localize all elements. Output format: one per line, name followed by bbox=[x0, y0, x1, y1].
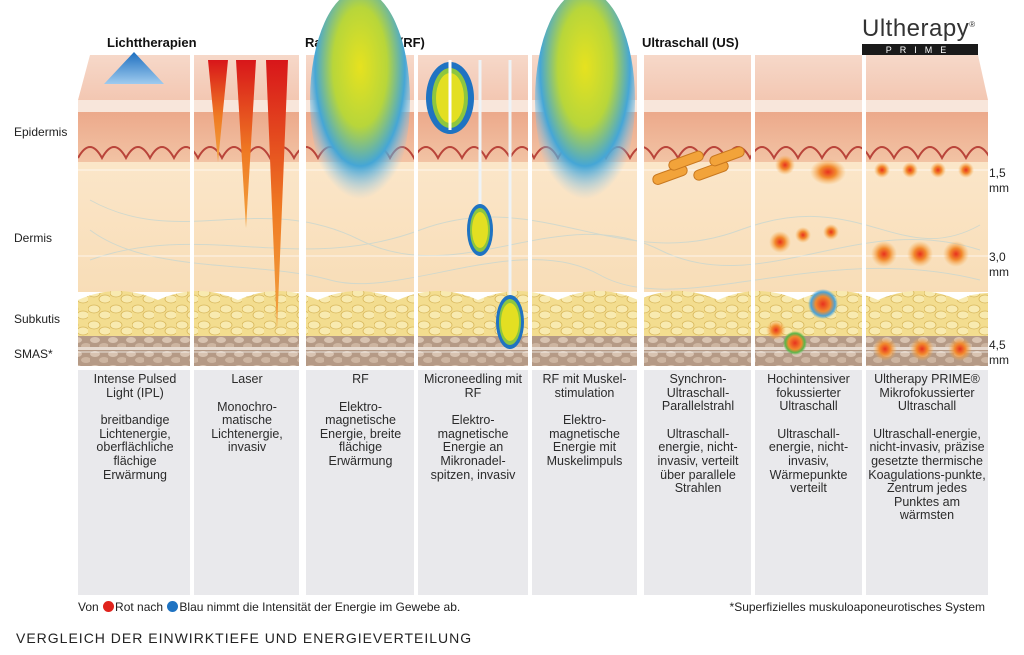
column-description: Ultraschall-energie, nicht-invasiv, präz… bbox=[868, 426, 986, 523]
group-title-light: Lichttherapien bbox=[107, 35, 197, 50]
column-description: Elektro-magnetische Energie, breite fläc… bbox=[319, 399, 402, 468]
layer-label-smas: SMAS* bbox=[14, 347, 53, 361]
hifu-heat-point bbox=[823, 224, 839, 240]
column-ultherapy-prime: Ultherapy PRIME® Mikrofokussierter Ultra… bbox=[867, 372, 987, 523]
column-hifu: Hochintensiver fokussierter Ultraschall … bbox=[756, 372, 861, 496]
collagen-fibres bbox=[89, 199, 981, 290]
hifu-heat-point bbox=[769, 231, 791, 253]
brand-name: Ultherapy bbox=[862, 15, 970, 42]
depth-unit: mm bbox=[989, 353, 1009, 367]
ultherapy-prime-logo: Ultherapy® PRIME bbox=[862, 12, 982, 56]
red-dot-icon bbox=[103, 601, 115, 612]
column-rf: RF Elektro-magnetische Energie, breite f… bbox=[308, 372, 413, 469]
dermal-papillae bbox=[77, 146, 991, 161]
depth-unit: mm bbox=[989, 265, 1009, 279]
depth-value: 3,0 bbox=[989, 250, 1006, 264]
parallel-ultrasound-beams bbox=[652, 146, 745, 185]
laser-beam-medium bbox=[236, 60, 256, 228]
ultherapy-coagulation-points bbox=[871, 162, 974, 361]
hifu-heat-point bbox=[810, 159, 846, 185]
depth-label-4-5: 4,5 mm bbox=[989, 338, 1009, 368]
layer-label-epidermis: Epidermis bbox=[14, 125, 68, 139]
column-name: Synchron-Ultraschall-Parallelstrahl bbox=[661, 372, 735, 414]
column-name: Ultherapy PRIME® Mikrofokussierter Ultra… bbox=[874, 372, 980, 414]
blue-dot-icon bbox=[167, 601, 179, 612]
hifu-heat-point bbox=[783, 331, 807, 355]
column-description: breitbandige Lichtenergie, oberflächlich… bbox=[96, 413, 174, 482]
rf-muscle-heating-zone bbox=[535, 0, 635, 210]
column-ipl: Intense Pulsed Light (IPL) breitbandige … bbox=[80, 372, 190, 482]
rf-broad-heating-zone bbox=[310, 0, 410, 210]
depth-unit: mm bbox=[989, 181, 1009, 195]
group-title-us: Ultraschall (US) bbox=[642, 35, 739, 50]
ipl-light-wedge bbox=[104, 52, 164, 84]
epidermis-layer bbox=[78, 112, 988, 162]
column-description: Elektro-magnetische Energie mit Muskelim… bbox=[546, 413, 623, 468]
brand-tm: ® bbox=[969, 20, 976, 29]
subcutis-layer bbox=[78, 291, 1018, 336]
column-rf-muscle: RF mit Muskel-stimulation Elektro-magnet… bbox=[533, 372, 636, 469]
skin-cross-section-diagram bbox=[77, 0, 1018, 595]
depth-value: 4,5 bbox=[989, 338, 1006, 352]
depth-value: 1,5 bbox=[989, 166, 1006, 180]
column-name: Laser bbox=[231, 372, 263, 386]
column-name: RF mit Muskel-stimulation bbox=[542, 372, 627, 400]
intensity-legend: Von Rot nach Blau nimmt die Intensität d… bbox=[78, 600, 460, 614]
column-description: Ultraschall-energie, nicht-invasiv, vert… bbox=[657, 426, 739, 496]
legend-blue-label: Blau nimmt die Intensität der Energie im… bbox=[179, 600, 461, 614]
hifu-heat-point bbox=[795, 227, 811, 243]
column-separators bbox=[190, 55, 866, 595]
column-name: RF bbox=[352, 372, 369, 386]
laser-beam-short bbox=[208, 60, 228, 162]
microneedle-with-rf bbox=[467, 60, 493, 256]
microneedle-with-rf bbox=[496, 60, 524, 349]
smas-layer bbox=[78, 336, 988, 366]
depth-label-1-5: 1,5 mm bbox=[989, 166, 1009, 196]
dermis-layer bbox=[78, 162, 988, 292]
column-name: Intense Pulsed Light (IPL) bbox=[93, 372, 177, 400]
layer-label-dermis: Dermis bbox=[14, 231, 52, 245]
hifu-heat-point bbox=[766, 320, 786, 340]
smas-fascia-line bbox=[78, 347, 988, 350]
column-name: Microneedling mit RF bbox=[424, 372, 522, 400]
column-synchron-us: Synchron-Ultraschall-Parallelstrahl Ultr… bbox=[646, 372, 750, 496]
column-microneedling-rf: Microneedling mit RF Elektro-magnetische… bbox=[419, 372, 527, 482]
column-description: Ultraschall-energie, nicht-invasiv, Wärm… bbox=[768, 426, 849, 496]
column-laser: Laser Monochro-matische Lichtenergie, in… bbox=[196, 372, 298, 455]
microneedle-with-rf bbox=[426, 60, 474, 134]
hifu-heat-point bbox=[808, 289, 838, 319]
figure-title: VERGLEICH DER EINWIRKTIEFE UND ENERGIEVE… bbox=[16, 630, 473, 646]
smas-footnote: *Superfizielles muskuloaponeurotisches S… bbox=[729, 600, 985, 614]
layer-label-subkutis: Subkutis bbox=[14, 312, 61, 326]
column-description: Monochro-matische Lichtenergie, invasiv bbox=[211, 399, 283, 455]
legend-prefix: Von bbox=[78, 600, 99, 614]
column-name: Hochintensiver fokussierter Ultraschall bbox=[767, 372, 850, 414]
hifu-heat-point bbox=[775, 155, 795, 175]
description-panel bbox=[78, 370, 988, 595]
legend-red-label: Rot nach bbox=[115, 600, 164, 614]
depth-label-3-0: 3,0 mm bbox=[989, 250, 1009, 280]
brand-sub: PRIME bbox=[862, 44, 978, 56]
column-description: Elektro-magnetische Energie an Mikronade… bbox=[430, 413, 516, 482]
laser-beam-deep bbox=[266, 60, 288, 330]
